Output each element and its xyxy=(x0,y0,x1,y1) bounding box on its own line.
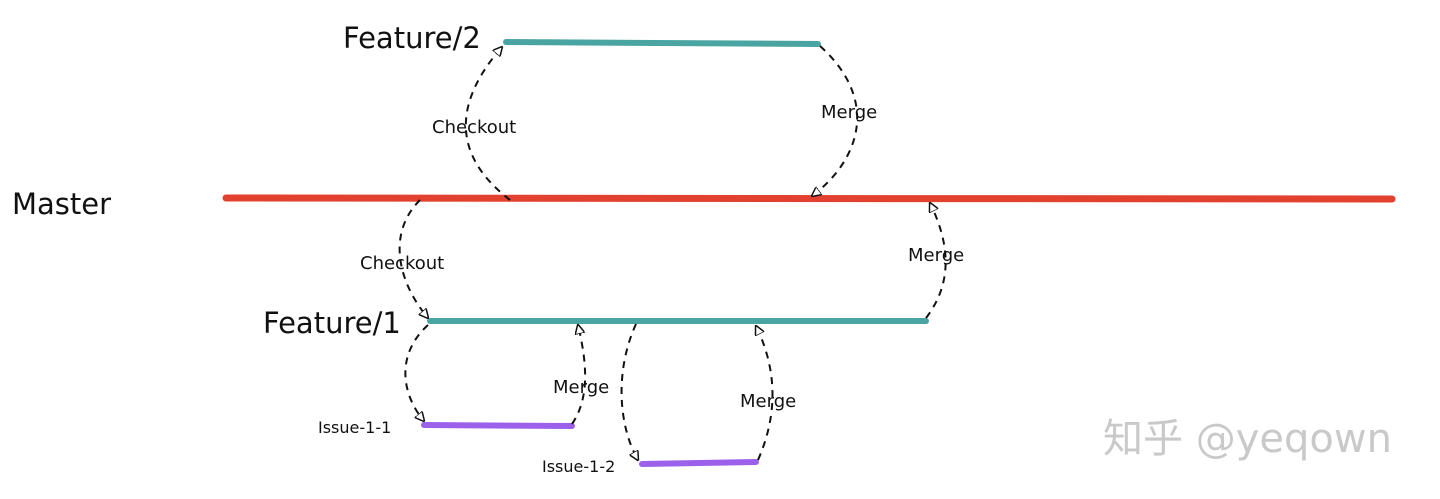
feature2-branch-line xyxy=(503,39,821,47)
watermark: 知乎 @yeqown xyxy=(1103,416,1392,462)
feature1-label: Feature/1 xyxy=(263,306,401,340)
checkout-master-to-feature2-arrow xyxy=(464,47,511,201)
merge-issue2-to-feature1-arrow xyxy=(756,326,774,461)
feature2-label: Feature/2 xyxy=(343,21,481,55)
merge-feature2-label: Merge xyxy=(821,102,877,123)
merge-feature2-to-master-arrow xyxy=(812,45,859,196)
checkout-feature2-label: Checkout xyxy=(432,117,516,138)
checkout-feature1-to-issue1-arrow xyxy=(404,324,429,421)
checkout-feature1-label: Checkout xyxy=(360,253,444,274)
checkout-master-to-feature1-arrow xyxy=(398,199,428,318)
issue1-label: Issue-1-1 xyxy=(318,418,391,437)
master-label: Master xyxy=(12,187,111,221)
merge-feature1-to-master-arrow xyxy=(925,203,947,319)
merge-issue1-label: Merge xyxy=(553,377,609,398)
checkout-feature1-to-issue2-arrow xyxy=(620,323,638,460)
issue1-branch-line xyxy=(421,422,575,429)
merge-feature1-master-label: Merge xyxy=(908,245,964,266)
master-branch-line xyxy=(222,194,1396,203)
merge-issue2-label: Merge xyxy=(740,391,796,412)
issue2-label: Issue-1-2 xyxy=(542,457,615,476)
merge-issue1-to-feature1-arrow xyxy=(571,325,587,425)
issue2-branch-line xyxy=(639,459,759,467)
